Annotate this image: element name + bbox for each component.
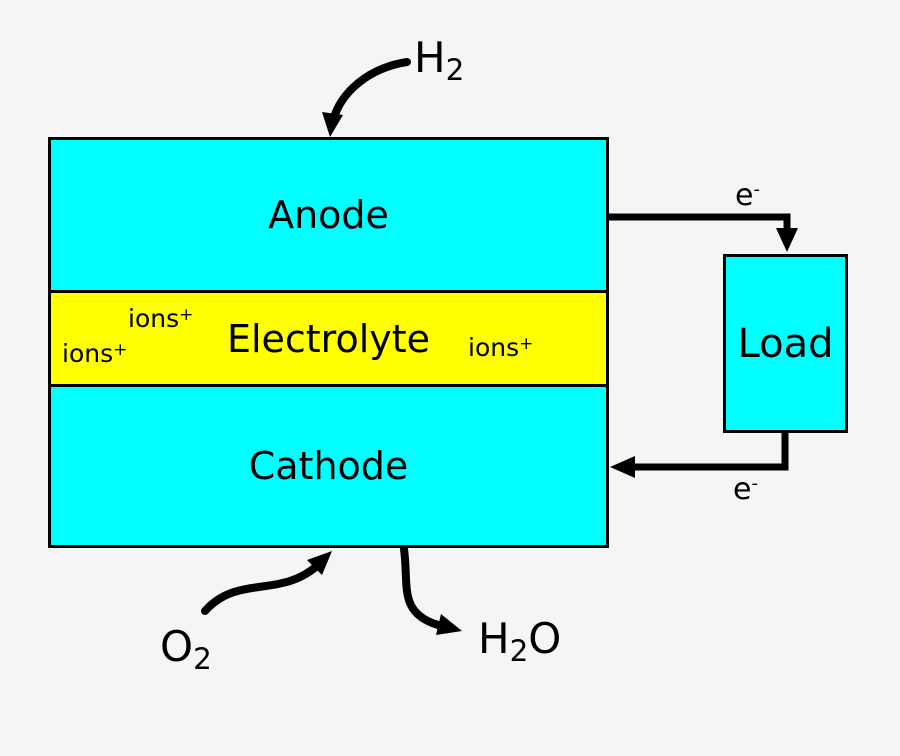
electron-label-top: e- bbox=[735, 181, 760, 211]
o2-label: O2 bbox=[160, 626, 212, 675]
fuel-cell-stack: Anode Electrolyte Cathode bbox=[48, 137, 609, 548]
ion-plus-sign: + bbox=[113, 339, 128, 360]
anode-box: Anode bbox=[51, 140, 606, 293]
ion-label-lower-left: ions+ bbox=[62, 341, 127, 366]
h2o-arrowhead-icon bbox=[436, 614, 462, 635]
ion-plus-sign: + bbox=[519, 333, 534, 354]
h2-label: H2 bbox=[414, 37, 464, 86]
electron-arrowhead-down-icon bbox=[776, 228, 798, 252]
ion-label-right: ions+ bbox=[468, 335, 533, 360]
electron-wire-top bbox=[609, 213, 791, 232]
o2-subscript: 2 bbox=[193, 642, 212, 677]
electron-label-bottom: e- bbox=[733, 475, 758, 505]
load-box: Load bbox=[723, 254, 848, 433]
ion-label-upper-left: ions+ bbox=[128, 306, 193, 331]
electrolyte-label: Electrolyte bbox=[226, 316, 431, 361]
electron-wire-bottom bbox=[633, 433, 789, 471]
h2o-subscript: 2 bbox=[509, 634, 529, 669]
cathode-box: Cathode bbox=[51, 387, 606, 545]
electron-symbol: e bbox=[735, 178, 754, 213]
h2o-symbol-h: H bbox=[478, 614, 510, 663]
electron-minus-sign: - bbox=[753, 179, 760, 201]
electron-arrowhead-left-icon bbox=[610, 456, 635, 478]
o2-arrowhead-icon bbox=[307, 551, 332, 575]
ion-label-text: ions bbox=[62, 339, 114, 368]
load-label: Load bbox=[737, 320, 834, 367]
ion-plus-sign: + bbox=[179, 304, 194, 325]
h2-subscript: 2 bbox=[445, 53, 465, 88]
electron-symbol: e bbox=[733, 472, 752, 507]
h2-arrowhead-icon bbox=[322, 112, 343, 137]
ion-label-text: ions bbox=[468, 333, 520, 362]
o2-inlet-arrow bbox=[201, 561, 322, 615]
electrolyte-box: Electrolyte bbox=[51, 293, 606, 387]
ion-label-text: ions bbox=[128, 304, 180, 333]
h2-symbol: H bbox=[414, 33, 446, 82]
anode-label: Anode bbox=[268, 193, 389, 237]
cathode-label: Cathode bbox=[248, 444, 409, 488]
h2-inlet-arrow bbox=[329, 58, 411, 125]
h2o-label: H2O bbox=[478, 618, 561, 667]
o2-symbol: O bbox=[160, 622, 194, 671]
h2o-symbol-o: O bbox=[528, 614, 562, 663]
h2o-outlet-arrow bbox=[400, 545, 442, 629]
electron-minus-sign: - bbox=[751, 473, 758, 495]
